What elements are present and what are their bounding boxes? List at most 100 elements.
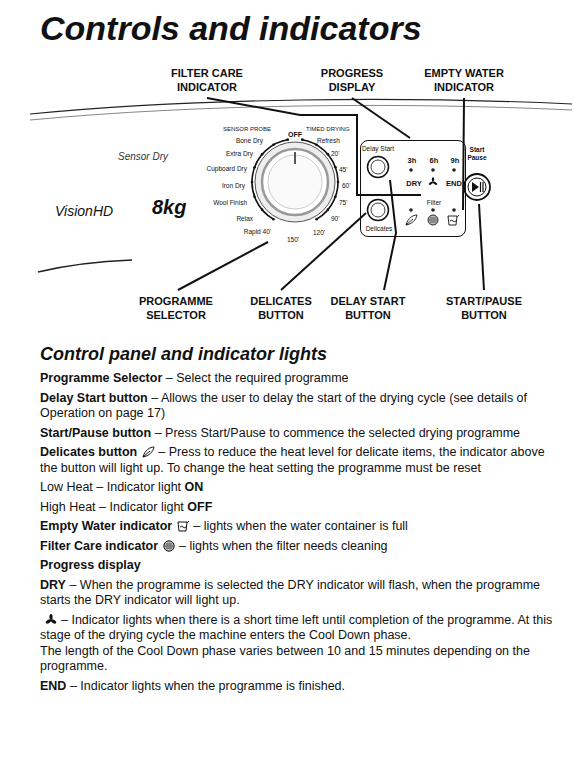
panel-outline-part [38, 260, 132, 272]
paragraph: Low Heat – Indicator lightON [40, 480, 565, 496]
section-heading: Control panel and indicator lights [40, 343, 565, 365]
fan-icon [428, 177, 438, 185]
buttons-part [468, 178, 486, 196]
page-title: Controls and indicators [40, 8, 422, 48]
progress-display-panel: Delay Start 3h 6h 9hDRY END FilterDelicates [360, 140, 466, 237]
display-label: Delay Start [361, 145, 395, 153]
dial-group-label: TIMED DRYING [306, 125, 366, 133]
filter-icon [162, 539, 176, 552]
leader-lines-part [463, 98, 464, 210]
display-label: END [445, 179, 463, 188]
callout-label: FILTER CARE INDICATOR [159, 66, 255, 94]
dial-label: OFF [285, 131, 305, 139]
description: High Heat – Indicator light [40, 500, 184, 514]
leader-lines-part [384, 180, 396, 290]
term: Delicates button [40, 445, 137, 459]
fan-icon-part [428, 181, 433, 185]
delicates-icon-part [406, 215, 417, 225]
water-icon [448, 215, 459, 225]
panel-outline [30, 99, 572, 272]
dial-label: 120' [313, 229, 333, 237]
paragraph: Progress display [40, 558, 565, 574]
filter-icon-part [429, 218, 437, 222]
term: Empty Water indicator [40, 519, 172, 533]
term: Progress display [40, 558, 141, 572]
leader-lines-part [352, 98, 410, 138]
callout-label: PROGRAMME SELECTOR [121, 294, 231, 322]
display-label: Delicates [362, 225, 396, 233]
buttons-part [371, 203, 385, 217]
description: – Indicator lights when there is a short… [40, 613, 552, 643]
paragraph: Filter Care indicator – lights when the f… [40, 539, 565, 555]
indicator-lights-part [431, 168, 435, 172]
dial-label: 75' [339, 199, 359, 207]
term: END [40, 679, 66, 693]
description: Low Heat – Indicator light [40, 480, 181, 494]
description: – Indicator lights when the programme is… [70, 679, 345, 693]
dial-label: Relax [213, 215, 253, 223]
leader-lines-part [479, 204, 484, 290]
callout-label: EMPTY WATER INDICATOR [412, 66, 516, 94]
description: – lights when the water container is ful… [193, 519, 408, 533]
display-label: DRY [405, 179, 423, 188]
leader-lines-part [178, 242, 268, 290]
term: DRY [40, 578, 66, 592]
paragraph: Start/Pause button– Press Start/Pause to… [40, 426, 565, 442]
dial-label: Bone Dry [213, 137, 263, 145]
programme-dial-part [262, 149, 328, 215]
indicator-lights [409, 168, 456, 212]
delicates-icon [406, 215, 417, 225]
brand-text: Sensor Dry [118, 151, 188, 163]
leader-lines-part [281, 213, 366, 290]
buttons-part [472, 182, 479, 192]
dial-label: Iron Dry [195, 182, 245, 190]
display-label: 3h [405, 156, 419, 165]
display-label: 6h [427, 156, 441, 165]
del-icon [141, 445, 155, 458]
paragraph: DRY– When the programme is selected the … [40, 578, 565, 609]
dial-label: 150' [281, 236, 305, 244]
programme-dial [251, 138, 340, 222]
term: Start/Pause button [40, 426, 151, 440]
fan-icon [44, 613, 58, 626]
leader-lines [178, 98, 484, 290]
display-label: Filter [424, 199, 444, 207]
filter-icon-part [428, 215, 438, 225]
description: – lights when the filter needs cleaning [179, 539, 387, 553]
dial-label: Wool Finish [197, 199, 247, 207]
term: Filter Care indicator [40, 539, 158, 553]
indicator-lights-part [452, 208, 456, 212]
dial-label: 20' [331, 150, 351, 158]
callout-label: START/PAUSE BUTTON [432, 294, 536, 322]
paragraph: Delicates button– Press to reduce the he… [40, 445, 565, 476]
capacity-text: 8kg [152, 196, 202, 218]
water-icon-part [448, 215, 459, 225]
indicator-lights-part [431, 208, 435, 212]
description: The length of the Cool Down phase varies… [40, 644, 530, 674]
buttons-part [368, 200, 389, 221]
paragraph: The length of the Cool Down phase varies… [40, 644, 565, 675]
fan-icon-part [432, 177, 434, 182]
display-label: 9h [448, 156, 462, 165]
document-text: Control panel and indicator lightsProgra… [40, 343, 565, 698]
paragraph: – Indicator lights when there is a short… [40, 613, 565, 644]
dial-marks [251, 138, 340, 220]
paragraph: High Heat – Indicator lightOFF [40, 500, 565, 516]
description: – Select the required programme [166, 371, 349, 385]
buttons-part [371, 160, 385, 174]
term: Delay Start button [40, 391, 148, 405]
panel-outline-part [30, 105, 572, 120]
paragraph: Empty Water indicator – lights when the w… [40, 519, 565, 535]
programme-dial-part [255, 142, 335, 222]
dial-marks-part [251, 139, 289, 220]
term: Programme Selector [40, 371, 162, 385]
indicator-lights-part [452, 168, 456, 172]
dial-label: Extra Dry [203, 150, 253, 158]
dial-label: Refresh [317, 137, 357, 145]
dial-label: 45' [339, 166, 359, 174]
button-label: Start Pause [464, 146, 490, 161]
term: OFF [187, 500, 212, 514]
buttons-part [481, 182, 484, 192]
paragraph: Programme Selector – Select the required … [40, 371, 565, 387]
paragraph: Delay Start button– Allows the user to d… [40, 391, 565, 422]
